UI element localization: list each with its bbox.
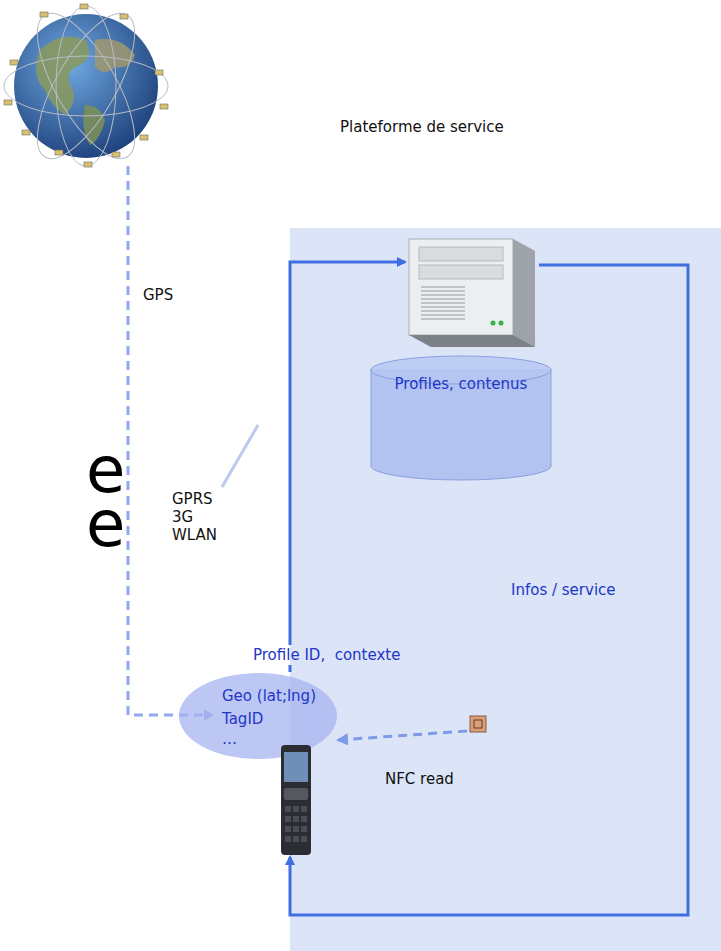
drive-bay bbox=[419, 247, 503, 261]
link-label: GPRS 3G WLAN bbox=[172, 490, 217, 544]
mobile-context: Geo (lat;lng) TagID … bbox=[178, 672, 338, 857]
vent-slot bbox=[421, 286, 465, 288]
phone-key bbox=[301, 816, 307, 822]
phone-key bbox=[285, 826, 291, 832]
service-panel bbox=[290, 228, 721, 951]
edge-label: Infos / service bbox=[508, 580, 619, 600]
nfc-tag-icon bbox=[469, 715, 487, 733]
vent-slot bbox=[421, 302, 465, 304]
node-text: NFC read bbox=[385, 770, 454, 788]
gps-globe bbox=[4, 0, 168, 172]
phone-key bbox=[301, 806, 307, 812]
service-platform: Plateforme de service bbox=[338, 118, 562, 348]
node-text: Profiles, contenus bbox=[370, 375, 552, 393]
server-base bbox=[409, 335, 535, 347]
database-cylinder: Profiles, contenus bbox=[370, 355, 552, 481]
link-label: GPS bbox=[143, 286, 173, 304]
server-side bbox=[513, 239, 535, 347]
node-text: Geo (lat;lng) bbox=[222, 687, 316, 705]
tag-coil bbox=[474, 720, 482, 728]
phone-keys bbox=[284, 788, 308, 800]
phone-key bbox=[301, 836, 307, 842]
vent-slot bbox=[421, 314, 465, 316]
tag-card bbox=[470, 716, 486, 732]
phone-key bbox=[285, 836, 291, 842]
edge-label: Profile ID, contexte bbox=[250, 645, 403, 665]
context-ellipse bbox=[179, 673, 337, 759]
phone-key bbox=[293, 826, 299, 832]
phone-key bbox=[285, 816, 291, 822]
phone-key bbox=[293, 836, 299, 842]
node-text: Plateforme de service bbox=[340, 118, 504, 136]
power-led bbox=[491, 321, 496, 326]
vent-slot bbox=[421, 306, 465, 308]
nfc-tag: NFC read bbox=[383, 712, 495, 800]
mobile-phone bbox=[279, 744, 313, 856]
server-body bbox=[409, 239, 535, 347]
vent-slot bbox=[421, 298, 465, 300]
phone-key bbox=[293, 816, 299, 822]
gps-link bbox=[128, 166, 210, 715]
nfc-read-link bbox=[338, 731, 467, 740]
phone-screen bbox=[284, 752, 308, 782]
vent-slot bbox=[421, 294, 465, 296]
drive-bay bbox=[419, 265, 503, 279]
node-text: … bbox=[222, 730, 237, 748]
phone-key bbox=[293, 806, 299, 812]
phone-body bbox=[281, 745, 311, 855]
server-front bbox=[409, 239, 513, 335]
cylinder-body bbox=[371, 369, 551, 480]
server-icon bbox=[405, 235, 539, 349]
phone-key bbox=[301, 826, 307, 832]
vent-slot bbox=[421, 310, 465, 312]
node-text: TagID bbox=[222, 710, 263, 728]
vent-slot bbox=[421, 290, 465, 292]
vent-slot bbox=[421, 318, 465, 320]
database-shape bbox=[370, 355, 552, 481]
phone-key bbox=[285, 806, 291, 812]
power-led bbox=[499, 321, 504, 326]
flow-connector bbox=[290, 265, 688, 915]
title-fragment: e bbox=[86, 486, 125, 563]
radio-link bbox=[222, 425, 258, 487]
